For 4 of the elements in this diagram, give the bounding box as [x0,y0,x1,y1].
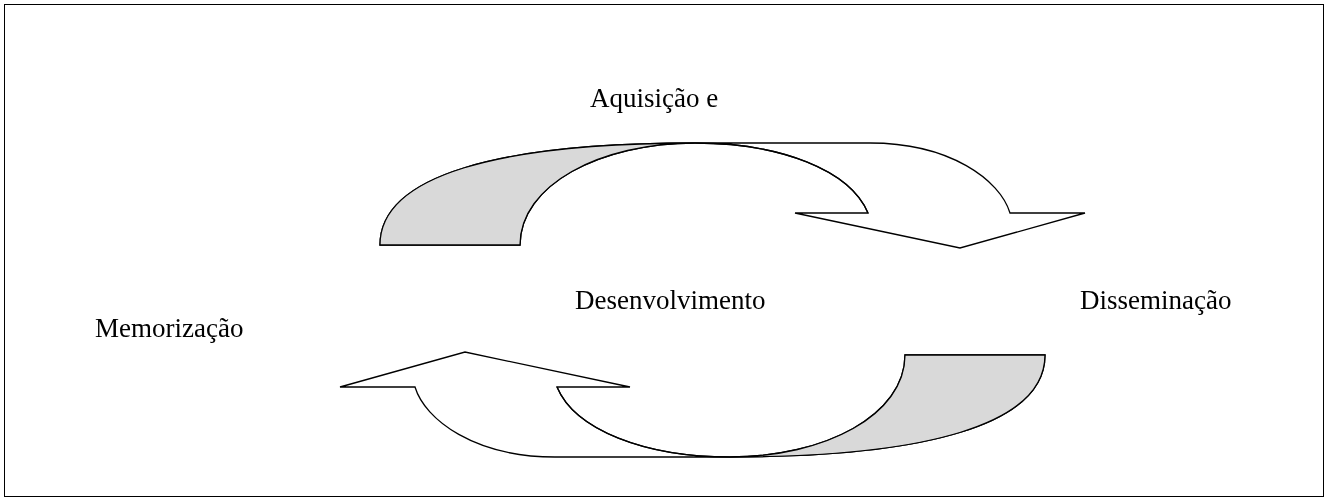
text-label: Disseminação [1080,284,1232,317]
text-label: Desenvolvimento [575,284,766,317]
text-label: Aquisição e [590,82,719,115]
text-label: Memorização [95,312,244,345]
